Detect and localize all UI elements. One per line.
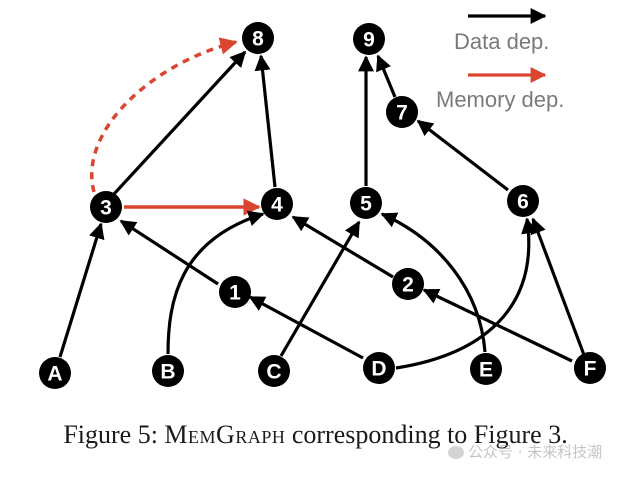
node-A-label: A [47, 363, 62, 386]
node-F-label: F [584, 358, 597, 381]
node-D: D [363, 352, 395, 384]
node-9-label: 9 [363, 29, 375, 52]
caption-prefix: Figure 5: [63, 420, 165, 449]
node-B: B [152, 355, 184, 387]
node-1-label: 1 [229, 282, 241, 305]
edge-memory-3-to-8 [90, 37, 238, 193]
caption-graph-name: MemGraph [164, 420, 286, 449]
node-D-label: D [371, 358, 386, 381]
node-E: E [470, 353, 502, 385]
edge-data-A-to-3 [58, 222, 105, 358]
node-8: 8 [242, 22, 274, 54]
legend-data-label: Data dep. [454, 29, 549, 54]
node-5-label: 5 [360, 193, 372, 216]
node-8-label: 8 [252, 28, 264, 51]
legend-memory-label: Memory dep. [436, 87, 564, 112]
node-7-label: 7 [396, 102, 408, 125]
node-2-label: 2 [402, 274, 414, 297]
edge-data-F-to-6 [530, 217, 586, 356]
edge-data-4-to-8 [254, 54, 277, 188]
node-6: 6 [507, 185, 539, 217]
node-6-label: 6 [517, 191, 529, 214]
edge-data-7-to-9 [376, 54, 397, 98]
node-3-label: 3 [100, 197, 112, 220]
edge-data-E-to-5 [380, 212, 487, 353]
caption-suffix: corresponding to Figure 3. [285, 420, 568, 449]
node-5: 5 [350, 187, 382, 219]
edge-data-6-to-7 [416, 119, 509, 192]
node-E-label: E [479, 359, 493, 382]
figure-caption: Figure 5: MemGraph corresponding to Figu… [0, 420, 631, 450]
watermark-text: 公众号 · 未来科技潮 [468, 443, 603, 461]
legend: Data dep. Memory dep. [436, 8, 564, 112]
edge-data-D-to-6 [395, 217, 537, 370]
node-2: 2 [392, 268, 424, 300]
node-C: C [258, 355, 290, 387]
node-4-label: 4 [271, 194, 283, 217]
node-1: 1 [219, 276, 251, 308]
memgraph-diagram: Data dep. Memory dep. [39, 8, 606, 389]
edge-data-3-to-8 [112, 50, 247, 196]
wechat-icon [448, 446, 464, 459]
memory-edges [90, 37, 261, 216]
node-9: 9 [353, 23, 385, 55]
edge-data-B-to-4 [166, 210, 265, 355]
node-F: F [574, 352, 606, 384]
edge-data-F-to-2 [422, 288, 573, 363]
watermark: 公众号 · 未来科技潮 [448, 441, 602, 462]
edge-data-C-to-5 [279, 220, 361, 357]
node-3: 3 [90, 191, 122, 223]
node-7: 7 [386, 96, 418, 128]
edge-data-D-to-1 [248, 295, 364, 360]
data-edges [58, 50, 586, 370]
node-B-label: B [160, 361, 175, 384]
node-4: 4 [261, 188, 293, 220]
node-A: A [39, 357, 71, 389]
edge-data-1-to-3 [119, 219, 219, 286]
nodes: 8 9 7 3 4 5 6 [39, 22, 606, 389]
node-C-label: C [266, 361, 281, 384]
